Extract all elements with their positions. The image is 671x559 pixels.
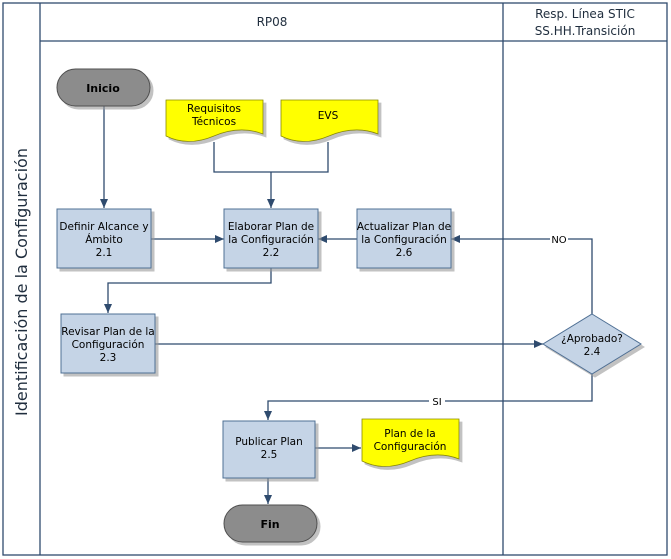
lane-header-resp-line1: Resp. Línea STIC — [535, 7, 635, 21]
start-terminal-label: Inicio — [86, 82, 120, 95]
document-evs[interactable]: EVS — [280, 99, 379, 142]
end-terminal[interactable]: Fin — [223, 504, 318, 543]
process-2-2-shape — [223, 208, 319, 269]
lane-header-rp08: RP08 — [257, 15, 288, 29]
edge-label-si: SI — [432, 397, 441, 408]
start-terminal[interactable]: Inicio — [56, 68, 151, 107]
pool-label: Identificación de la Configuración — [12, 148, 31, 416]
decision-2-4-shape — [542, 313, 642, 375]
document-requisitos-line2: Técnicos — [191, 116, 236, 128]
decision-2-4-label: ¿Aprobado? — [561, 333, 623, 345]
edge-label-no: NO — [551, 235, 566, 246]
process-2-2-number: 2.2 — [263, 247, 280, 259]
lane-header-resp-line2: SS.HH.Transición — [535, 24, 636, 38]
process-2-3-number: 2.3 — [100, 352, 117, 364]
process-2-6-number: 2.6 — [396, 247, 413, 259]
document-requisitos-line1: Requisitos — [187, 103, 241, 115]
decision-2-4[interactable]: ¿Aprobado? 2.4 — [542, 313, 642, 375]
process-2-6[interactable]: Actualizar Plan de la Configuración 2.6 — [356, 208, 452, 269]
process-2-3[interactable]: Revisar Plan de la Configuración 2.3 — [60, 313, 156, 374]
end-terminal-label: Fin — [260, 518, 279, 531]
edges — [100, 106, 593, 504]
si-label-bg — [429, 395, 445, 407]
document-requisitos-shape — [165, 99, 264, 142]
document-plan-line2: Configuración — [374, 441, 447, 453]
process-2-3-shape — [60, 313, 156, 374]
document-plan-line1: Plan de la — [384, 428, 436, 440]
process-2-5-shape — [222, 420, 316, 479]
edge-2-2-to-2-3 — [104, 268, 272, 313]
document-plan-shape — [361, 418, 460, 467]
process-2-6-line2: la Configuración — [361, 234, 447, 246]
process-2-2[interactable]: Elaborar Plan de la Configuración 2.2 — [223, 208, 319, 269]
process-2-3-line2: Configuración — [72, 339, 145, 351]
process-2-2-line2: la Configuración — [228, 234, 314, 246]
process-2-2-line1: Elaborar Plan de — [228, 221, 314, 233]
document-plan-configuracion[interactable]: Plan de la Configuración — [361, 418, 460, 467]
process-2-3-line1: Revisar Plan de la — [61, 326, 154, 338]
document-evs-label: EVS — [318, 110, 339, 122]
process-2-1-line2: Ámbito — [85, 233, 123, 246]
no-label-bg — [550, 233, 568, 245]
process-2-6-shape — [356, 208, 452, 269]
edge-2-4-no-to-2-6 — [451, 235, 593, 314]
process-2-5-line1: Publicar Plan — [235, 436, 303, 448]
process-2-6-line1: Actualizar Plan de — [357, 221, 451, 233]
decision-2-4-number: 2.4 — [584, 346, 601, 358]
process-2-1-number: 2.1 — [96, 247, 113, 259]
document-evs-shape — [280, 99, 379, 142]
end-terminal-shape — [223, 504, 318, 543]
process-2-1[interactable]: Definir Alcance y Ámbito 2.1 — [56, 208, 152, 269]
start-terminal-shape — [56, 68, 151, 107]
process-2-5-number: 2.5 — [261, 449, 278, 461]
document-requisitos-tecnicos[interactable]: Requisitos Técnicos — [165, 99, 264, 142]
process-2-5[interactable]: Publicar Plan 2.5 — [222, 420, 316, 479]
process-2-1-shape — [56, 208, 152, 269]
process-2-1-line1: Definir Alcance y — [59, 221, 148, 233]
